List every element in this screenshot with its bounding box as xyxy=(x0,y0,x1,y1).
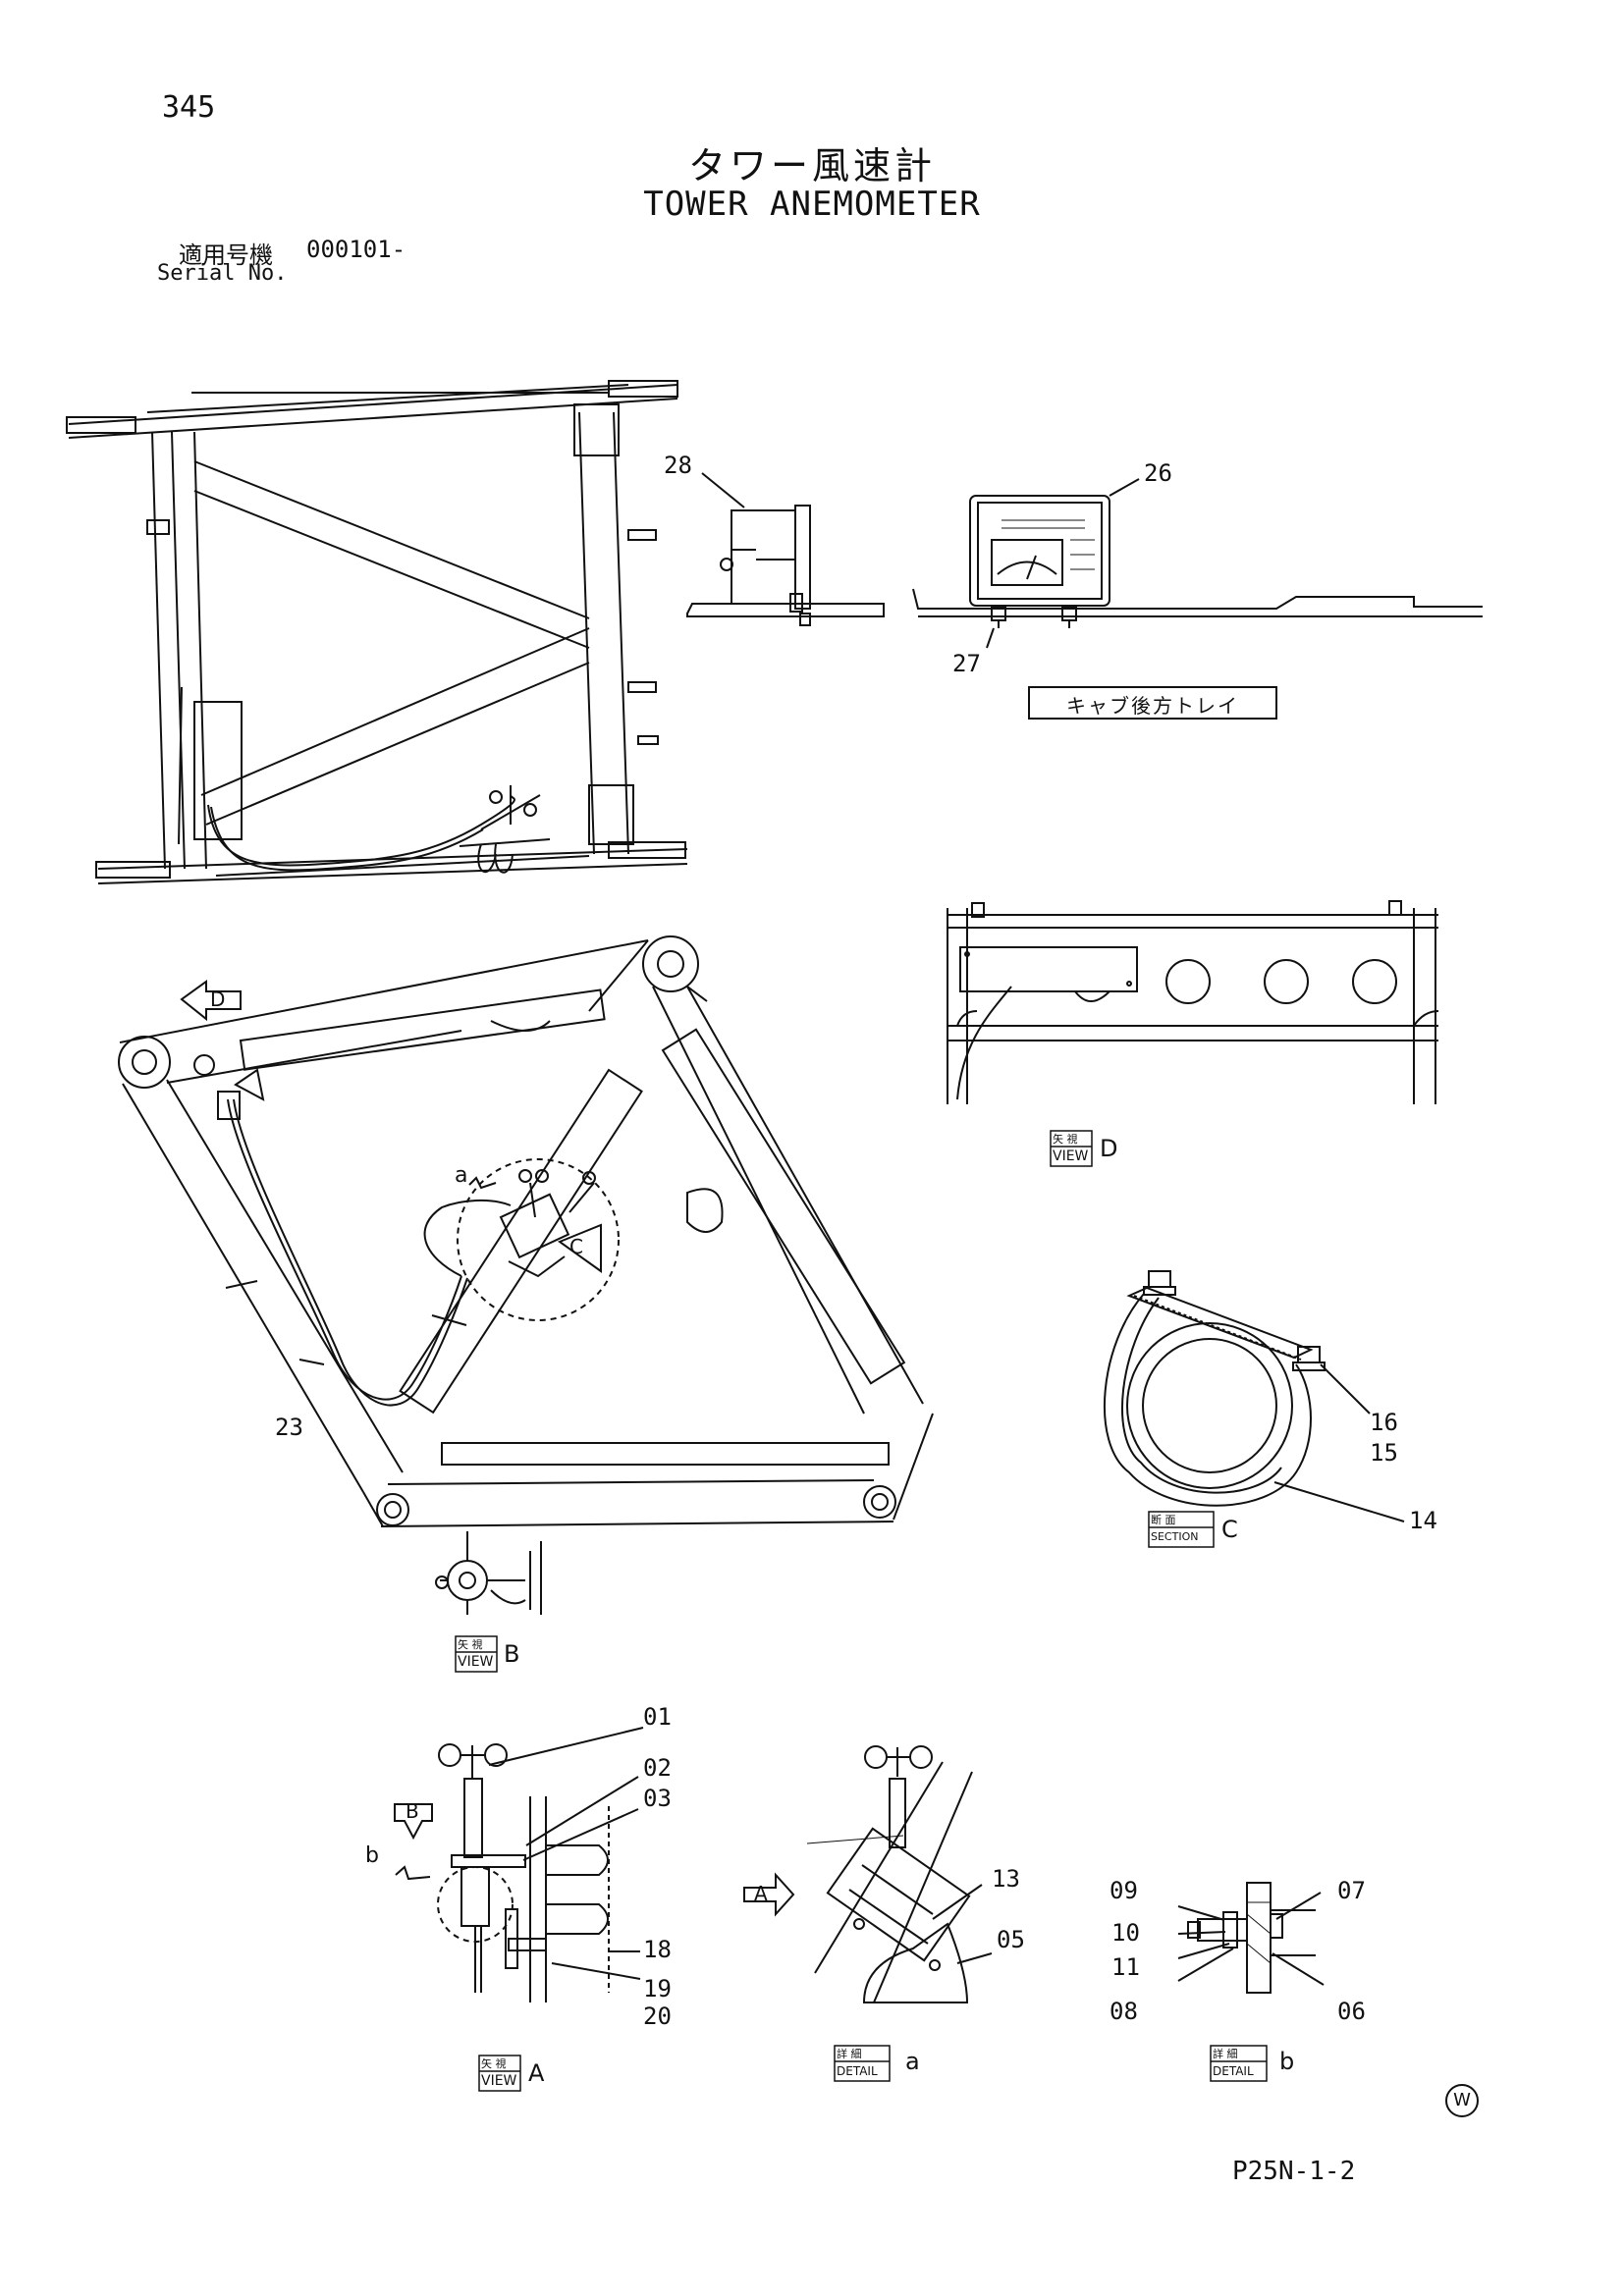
item-26-anemometer-indicator xyxy=(912,478,1483,649)
section-c-drawing xyxy=(1104,1270,1405,1522)
section-c-jp: 断 面 xyxy=(1151,1514,1176,1526)
view-d-arrow xyxy=(180,980,242,1022)
drawing-code: P25N-1-2 xyxy=(1232,2157,1356,2186)
callout-02: 02 xyxy=(643,1754,672,1782)
section-c-en: SECTION xyxy=(1151,1530,1199,1543)
callout-20: 20 xyxy=(643,2002,672,2030)
callout-05: 05 xyxy=(997,1926,1025,1953)
view-a-arrow xyxy=(743,1872,795,1917)
callout-26: 26 xyxy=(1144,459,1172,487)
callout-09: 09 xyxy=(1110,1877,1138,1904)
view-b-en: VIEW xyxy=(458,1654,494,1670)
view-b-arrow xyxy=(394,1803,433,1841)
view-a-letter: A xyxy=(528,2059,545,2087)
detail-a-jp: 詳 細 xyxy=(837,2048,862,2060)
item-28-display-box xyxy=(686,472,885,626)
section-c-letter: C xyxy=(1221,1516,1238,1543)
callout-10: 10 xyxy=(1111,1919,1140,1947)
callout-detail-a: a xyxy=(455,1163,468,1188)
tower-frame-side-view xyxy=(66,380,688,884)
callout-28: 28 xyxy=(664,452,692,479)
arrow-a-letter: A xyxy=(754,1882,768,1905)
view-d-jp: 矢 視 xyxy=(1053,1133,1078,1146)
view-a-jp: 矢 視 xyxy=(481,2057,507,2070)
view-b-drawing xyxy=(435,1531,542,1615)
arrow-c-letter: C xyxy=(569,1235,583,1258)
tray-label-box xyxy=(1028,686,1277,720)
view-b-jp: 矢 視 xyxy=(458,1638,483,1651)
callout-14: 14 xyxy=(1409,1507,1437,1534)
callout-detail-b: b xyxy=(365,1843,379,1868)
w-mark: W xyxy=(1445,2084,1479,2117)
view-a-en: VIEW xyxy=(481,2073,517,2089)
section-c-arrow xyxy=(557,1223,602,1273)
view-b-letter: B xyxy=(504,1640,520,1668)
callout-15: 15 xyxy=(1370,1439,1398,1467)
serial-number: 000101- xyxy=(306,236,406,263)
callout-13: 13 xyxy=(992,1865,1020,1893)
callout-23: 23 xyxy=(275,1414,303,1441)
detail-a-letter: a xyxy=(905,2048,920,2075)
page-title-english: TOWER ANEMOMETER xyxy=(643,185,981,224)
callout-03: 03 xyxy=(643,1785,672,1812)
callout-18: 18 xyxy=(643,1936,672,1963)
detail-b-drawing xyxy=(1177,1882,1325,1994)
serial-label-japanese: 適用号機 xyxy=(179,241,273,269)
detail-a-drawing xyxy=(806,1745,993,2003)
view-d-drawing xyxy=(947,900,1439,1104)
callout-06: 06 xyxy=(1337,1998,1366,2025)
detail-a-en: DETAIL xyxy=(837,2064,878,2078)
callout-19: 19 xyxy=(643,1975,672,2002)
serial-label-english: Serial No. xyxy=(157,261,288,286)
callout-16: 16 xyxy=(1370,1409,1398,1436)
view-a-drawing xyxy=(395,1727,644,2002)
callout-08: 08 xyxy=(1110,1998,1138,2025)
view-label-boxes xyxy=(455,1130,1268,2092)
callout-11: 11 xyxy=(1111,1953,1140,1981)
view-d-letter: D xyxy=(1100,1135,1118,1162)
page-number: 345 xyxy=(162,90,216,125)
callout-01: 01 xyxy=(643,1703,672,1731)
detail-b-letter: b xyxy=(1279,2048,1295,2075)
detail-b-jp: 詳 細 xyxy=(1213,2048,1238,2060)
detail-b-en: DETAIL xyxy=(1213,2064,1254,2078)
page-title-japanese: タワー風速計 xyxy=(687,144,936,187)
callout-07: 07 xyxy=(1337,1877,1366,1904)
arrow-d-letter: D xyxy=(210,988,226,1011)
callout-27: 27 xyxy=(952,650,981,677)
arrow-b-letter: B xyxy=(406,1799,419,1823)
tray-label: キャブ後方トレイ xyxy=(1066,694,1239,718)
tower-frame-main-view xyxy=(118,935,934,1527)
view-d-en: VIEW xyxy=(1053,1148,1089,1164)
